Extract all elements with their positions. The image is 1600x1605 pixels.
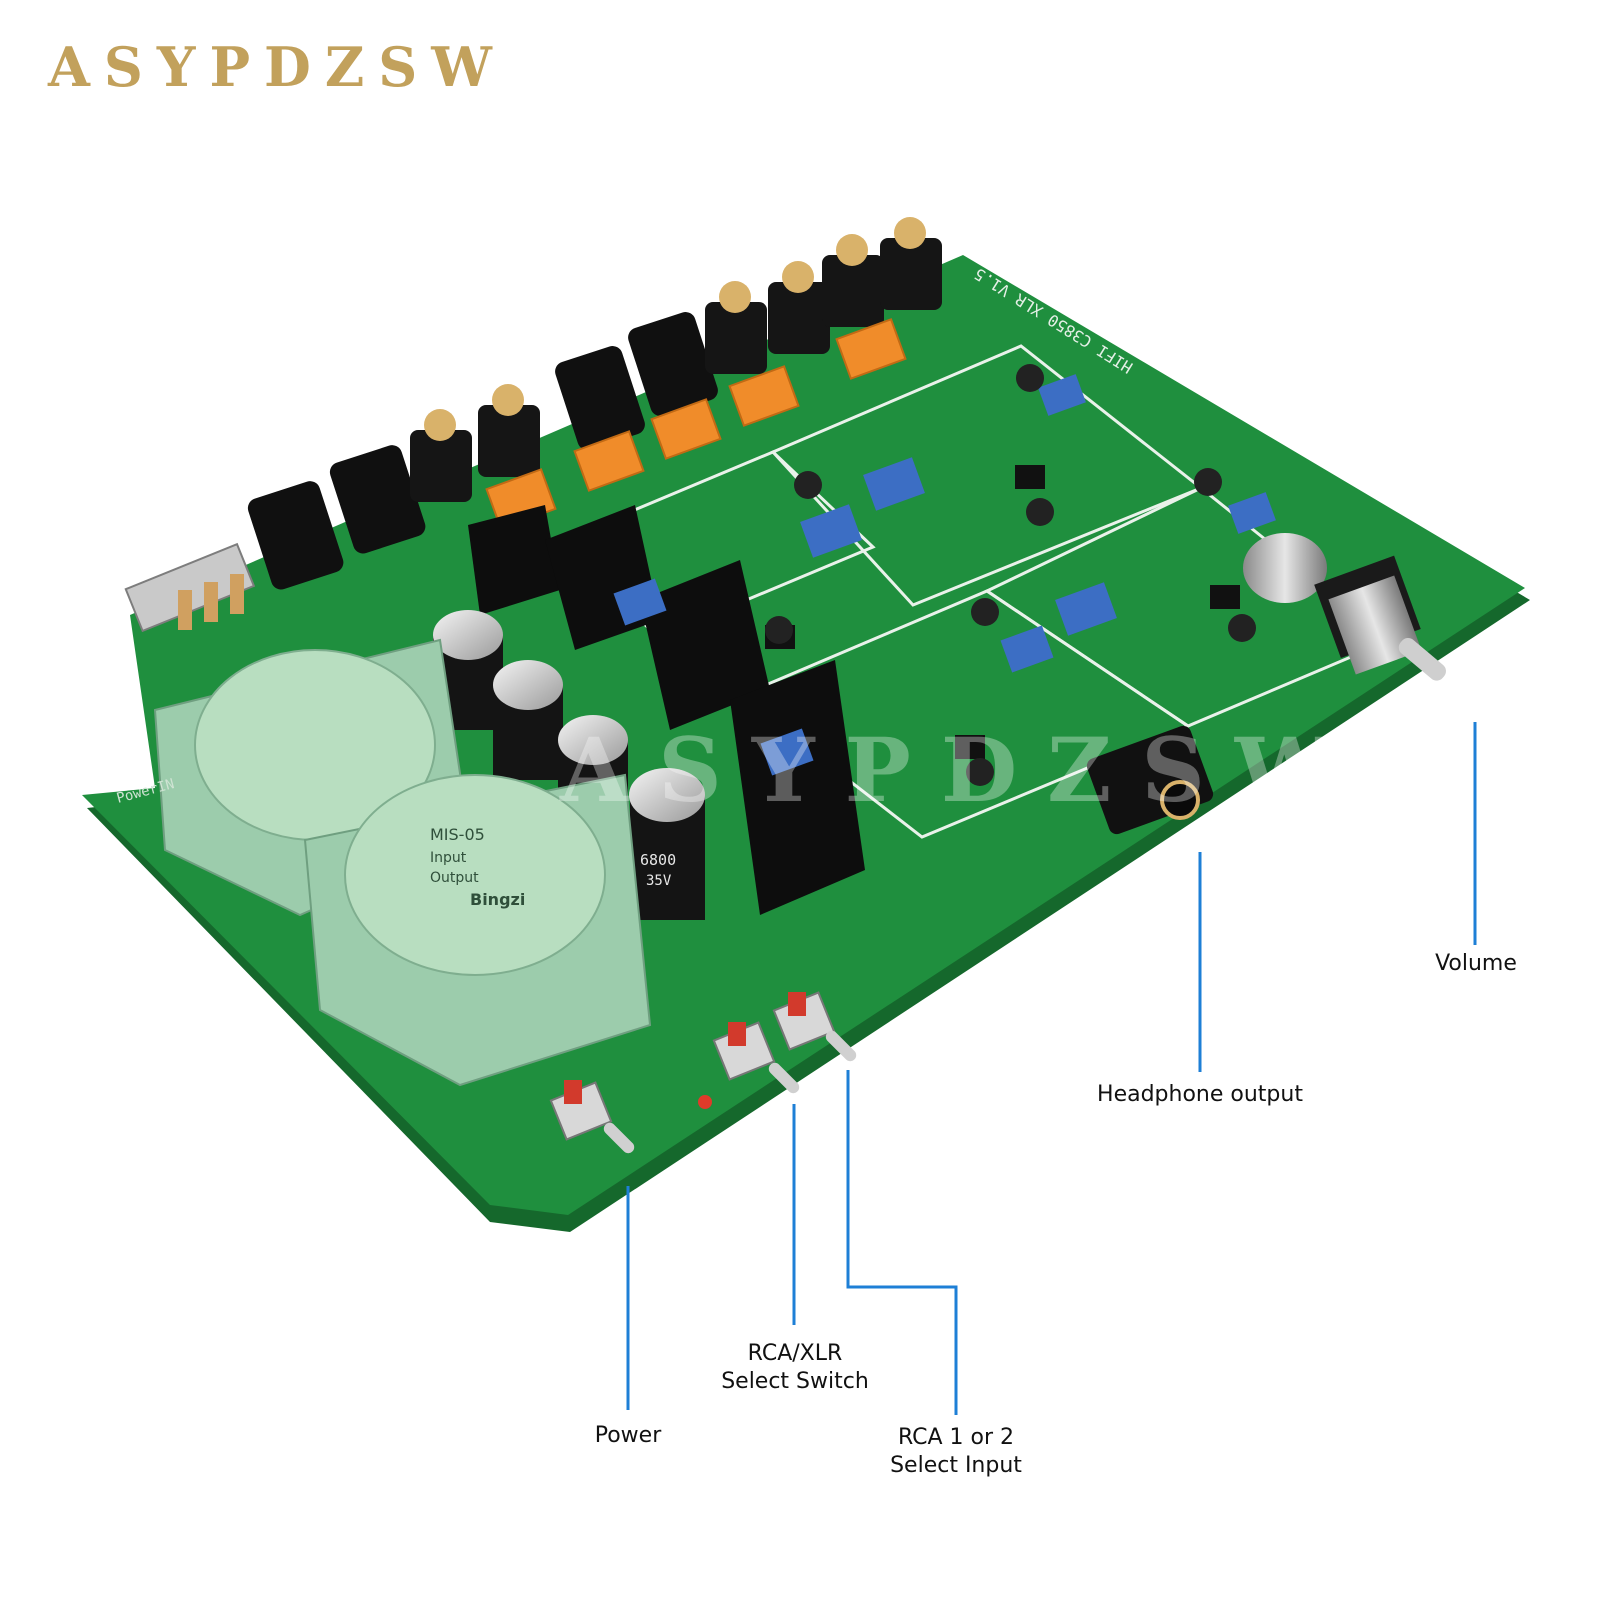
rca-xlr-select-label: RCA/XLR Select Switch [700,1340,890,1396]
rca12-label-line2: Select Input [890,1453,1022,1478]
transformer-output-text: Output [430,870,479,886]
callout-lines [626,722,1477,1415]
transformer-model-text: MIS-05 [430,825,485,844]
rca-1-or-2-select-label: RCA 1 or 2 Select Input [868,1424,1044,1480]
transformer-brand-text: Bingzi [470,890,525,909]
module-components [613,364,1276,786]
power-inlet [124,542,256,633]
capacitor-value-text: 6800 [640,851,676,869]
rca12-label-line1: RCA 1 or 2 [897,1425,1015,1450]
rear-connectors [247,217,942,590]
headphone-output-label: Headphone output [1097,1082,1303,1107]
watermark: ASYPDZSW [560,718,1364,822]
toggle-switches [549,991,857,1154]
capacitor-voltage-text: 35V [646,873,672,889]
volume-label: Volume [1435,951,1517,976]
transformer-input-text: Input [430,850,467,866]
brand-logo: ASYPDZSW [48,35,506,99]
rca-xlr-label-line2: Select Switch [721,1369,869,1394]
rca-xlr-label-line1: RCA/XLR [747,1341,843,1366]
power-label: Power [594,1423,662,1448]
volume-potentiometer [1243,533,1446,681]
headphone-jack [1086,725,1214,835]
transformers: MIS-05 Input Output Bingzi [153,638,652,1087]
heatsinks [468,505,865,915]
rca12-callout-line [846,1070,958,1415]
